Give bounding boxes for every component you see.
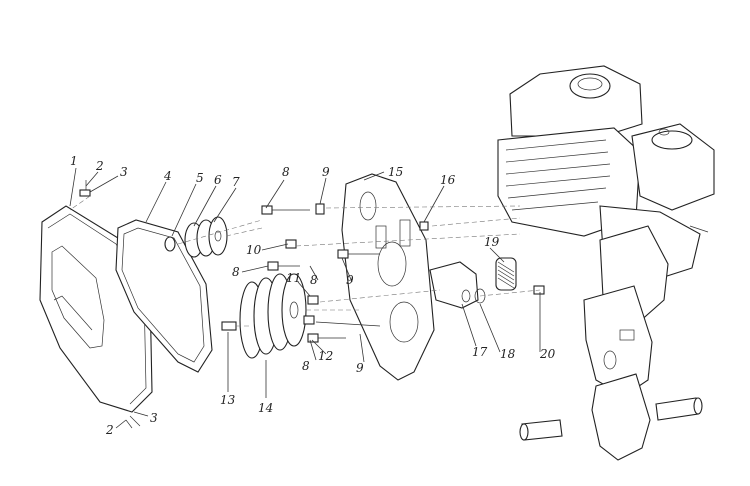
tensioner-bracket: [429, 261, 486, 309]
mounting-plate: [341, 173, 435, 381]
assembly-lines: [69, 195, 541, 327]
label-16: 16: [440, 173, 456, 187]
label-2: 2: [105, 423, 114, 437]
label-9: 9: [356, 361, 364, 375]
label-20: 20: [539, 347, 556, 361]
label-8: 8: [232, 265, 240, 279]
label-1: 1: [70, 154, 78, 168]
engine: [497, 65, 715, 285]
label-14: 14: [258, 401, 273, 415]
part-labels: 1 2 3 4 5 6 7 8 9 15 16 10 8 11 8 9 19 1…: [70, 154, 556, 437]
small-pulley: [164, 216, 228, 258]
drive-belt: [115, 219, 213, 373]
label-10: 10: [246, 243, 262, 257]
leader-lines: [69, 167, 541, 429]
label-3: 3: [120, 165, 128, 179]
label-8: 8: [282, 165, 290, 179]
label-5: 5: [196, 171, 204, 185]
bolts: [79, 180, 545, 429]
label-7: 7: [232, 175, 240, 189]
label-9: 9: [346, 273, 354, 287]
label-2: 2: [95, 159, 104, 173]
label-11: 11: [286, 271, 301, 285]
label-19: 19: [484, 235, 500, 249]
label-3: 3: [150, 411, 158, 425]
transmission: [583, 225, 669, 461]
label-15: 15: [388, 165, 403, 179]
label-18: 18: [500, 347, 516, 361]
wheel-axle: [519, 397, 703, 441]
large-pulley: [221, 273, 307, 359]
label-9: 9: [322, 165, 330, 179]
label-13: 13: [220, 393, 236, 407]
label-12: 12: [318, 349, 333, 363]
label-4: 4: [163, 169, 172, 183]
label-17: 17: [472, 345, 488, 359]
tension-spring: [495, 257, 517, 291]
label-6: 6: [214, 173, 222, 187]
label-8: 8: [302, 359, 310, 373]
label-8: 8: [310, 273, 318, 287]
